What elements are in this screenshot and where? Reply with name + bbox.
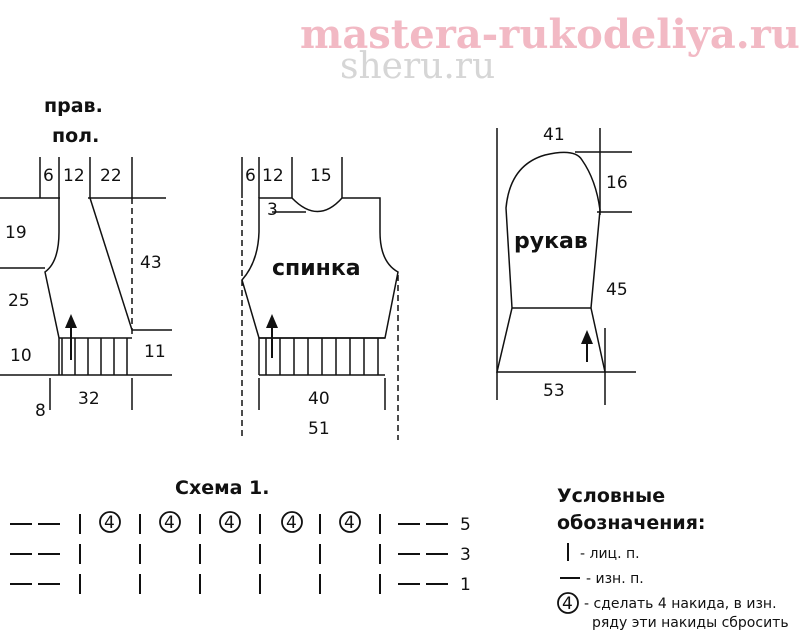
back-dim-total-width: 51	[308, 419, 330, 439]
legend-yo-symbol-number: 4	[562, 594, 573, 614]
yo-symbols: 4 4 4 4 4	[99, 511, 361, 533]
front-dim-right-mid: 43	[140, 253, 162, 273]
legend-title-line1: Условные	[557, 485, 665, 507]
front-dim-left-upper: 19	[5, 223, 27, 243]
front-dim-top-c: 22	[100, 166, 122, 186]
scheme-chart: Схема 1. 4 4 4 4 4 5	[10, 477, 471, 595]
front-dim-right-lower: 11	[144, 342, 166, 362]
sleeve-dim-top-width: 41	[543, 125, 565, 145]
front-dim-bottom-small: 8	[35, 401, 46, 421]
front-title-line2: пол.	[52, 125, 99, 147]
scheme-title: Схема 1.	[175, 477, 270, 499]
yo-symbol-number: 4	[286, 513, 297, 533]
front-dim-top-b: 12	[63, 166, 85, 186]
back-dim-top-b: 12	[262, 166, 284, 186]
yo-symbol-number: 4	[344, 513, 355, 533]
back-dim-bottom-width: 40	[308, 389, 330, 409]
front-dim-left-mid: 25	[8, 291, 30, 311]
front-dim-top-a: 6	[43, 166, 54, 186]
legend-item-knit: - лиц. п.	[580, 546, 640, 562]
back-dim-top-c: 15	[310, 166, 332, 186]
row-label-3: 3	[460, 545, 471, 565]
yo-symbol-number: 4	[164, 513, 175, 533]
sleeve-label: рукав	[514, 229, 588, 254]
legend-item-yo-line2: ряду эти накиды сбросить	[592, 615, 789, 631]
sleeve-piece: 41 16 рукав 45 53	[496, 125, 636, 405]
legend-item-purl: - изн. п.	[586, 571, 644, 587]
back-dim-top-a: 6	[245, 166, 256, 186]
front-piece: прав. пол. 6 12 22	[0, 95, 172, 421]
legend-title-line2: обозначения:	[557, 512, 706, 534]
yo-symbol-number: 4	[224, 513, 235, 533]
sleeve-dim-bottom-width: 53	[543, 381, 565, 401]
front-title-line1: прав.	[44, 95, 103, 117]
sleeve-dim-length: 45	[606, 280, 628, 300]
back-piece: 6 12 15 3 спинка 40 5	[241, 157, 399, 440]
sleeve-dim-cap-height: 16	[606, 173, 628, 193]
legend: Условные обозначения: - лиц. п. - изн. п…	[557, 485, 789, 631]
watermark-primary: mastera-rukodeliya.ru	[300, 11, 800, 58]
front-dim-left-lower: 10	[10, 346, 32, 366]
row-label-5: 5	[460, 515, 471, 535]
back-label: спинка	[272, 256, 361, 281]
front-dim-bottom-width: 32	[78, 389, 100, 409]
row-label-1: 1	[460, 575, 471, 595]
watermark-secondary: sheru.ru	[340, 46, 495, 87]
legend-item-yo-line1: - сделать 4 накида, в изн.	[584, 596, 777, 612]
back-dim-neck-depth: 3	[267, 200, 278, 220]
yo-symbol-number: 4	[104, 513, 115, 533]
